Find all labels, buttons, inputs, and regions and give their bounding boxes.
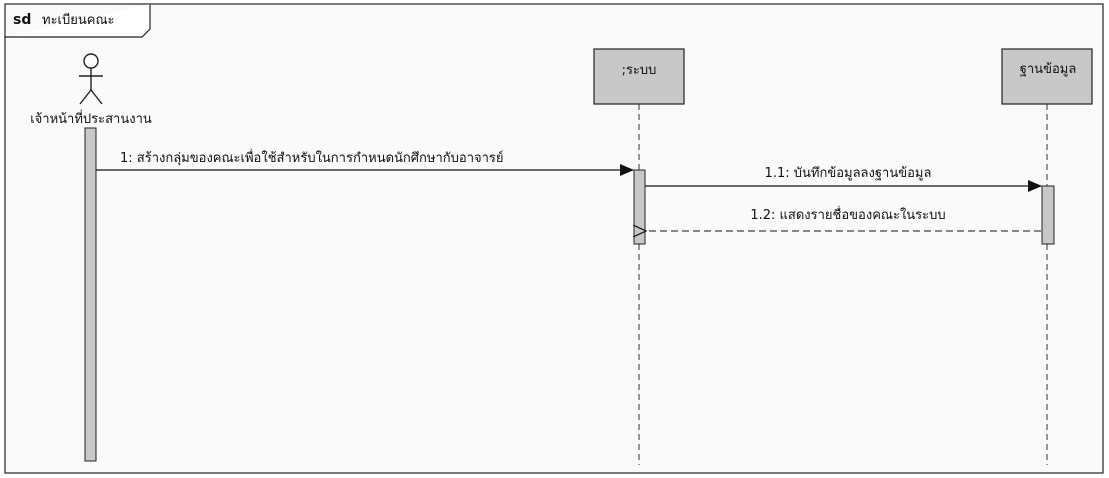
- actor-label: เจ้าหน้าที่ประสานงาน: [30, 110, 152, 127]
- frame-name-tab: [5, 4, 151, 38]
- message-1-1-label: 1.1: บันทึกข้อมูลลงฐานข้อมูล: [765, 166, 932, 181]
- diagram-frame: [4, 3, 1104, 474]
- actor-icon: [79, 53, 103, 105]
- lifeline-database-head: [1001, 48, 1093, 105]
- message-1-2-label: 1.2: แสดงรายชื่อของคณะในระบบ: [750, 206, 945, 223]
- lifeline-database-label: ฐานข้อมูล: [1020, 62, 1077, 77]
- frame-title: ทะเบียนคณะ: [42, 12, 115, 28]
- actor-activation: [84, 127, 97, 462]
- lifeline-system-label: ;ระบบ: [622, 63, 657, 78]
- frame-keyword: sd: [13, 12, 31, 28]
- message-1-label: 1: สร้างกลุ่มของคณะเพื่อใช้สำหรับในการกำ…: [120, 149, 504, 166]
- lifeline-system-activation: [633, 169, 646, 245]
- lifeline-database-activation: [1041, 185, 1055, 245]
